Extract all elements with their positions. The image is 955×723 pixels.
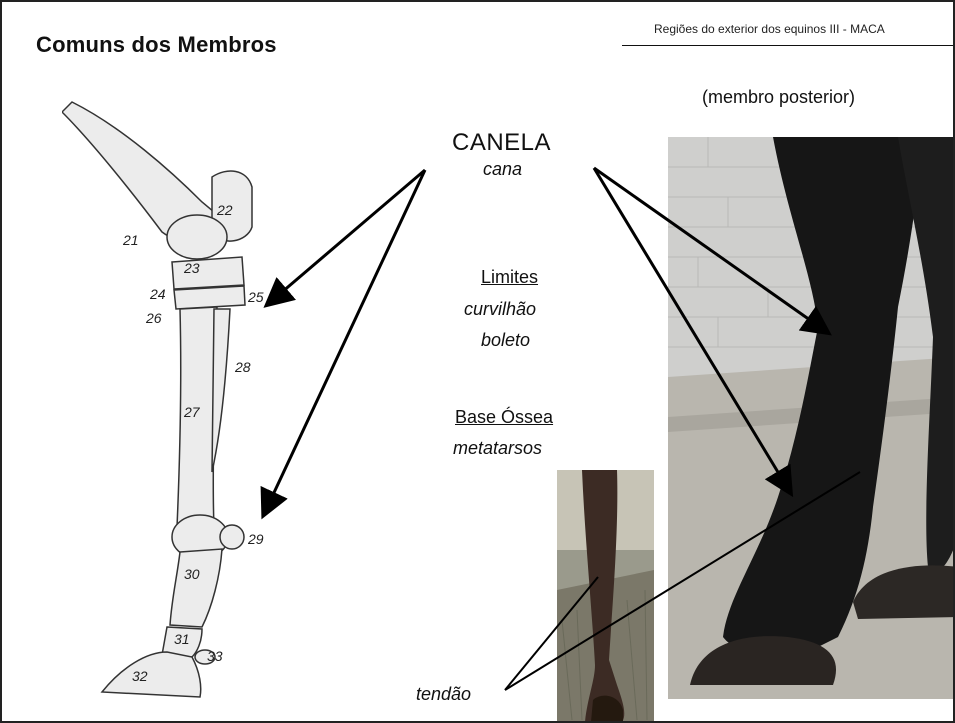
bone-number-33: 33 [207,648,223,664]
header-rule [622,45,953,46]
bone-number-29: 29 [247,531,264,547]
limit-curvilhao: curvilhão [464,299,537,319]
slide-title: Comuns dos Membros [36,32,277,57]
tendon-label: tendão [416,684,472,704]
bone-number-22: 22 [216,202,233,218]
bone-number-32: 32 [132,668,148,684]
bone-number-21: 21 [122,232,139,248]
bone-base-value: metatarsos [453,438,543,458]
bone-number-27: 28 [234,359,251,375]
region-name: CANELA [452,129,552,156]
hindlimb-bones-illustration: 21 22 23 24 25 26 28 27 29 30 31 32 33 [62,101,264,698]
bone-base-heading: Base Óssea [455,407,554,427]
bone-number-23: 23 [183,260,200,276]
hindlimb-photo [668,137,953,699]
limb-subtitle: (membro posterior) [702,87,856,107]
bone-number-30: 30 [184,566,200,582]
bone-number-26: 26 [145,310,162,326]
bone-number-28: 27 [183,404,201,420]
slide-header: Regiões do exterior dos equinos III - MA… [654,22,885,36]
limits-heading: Limites [481,267,539,287]
bone-number-31: 31 [174,631,190,647]
bone-number-24: 24 [149,286,166,302]
bone-number-25: 25 [247,289,264,305]
tendon-photo [557,470,654,721]
region-alt-name: cana [483,159,523,179]
limit-boleto: boleto [481,330,531,350]
